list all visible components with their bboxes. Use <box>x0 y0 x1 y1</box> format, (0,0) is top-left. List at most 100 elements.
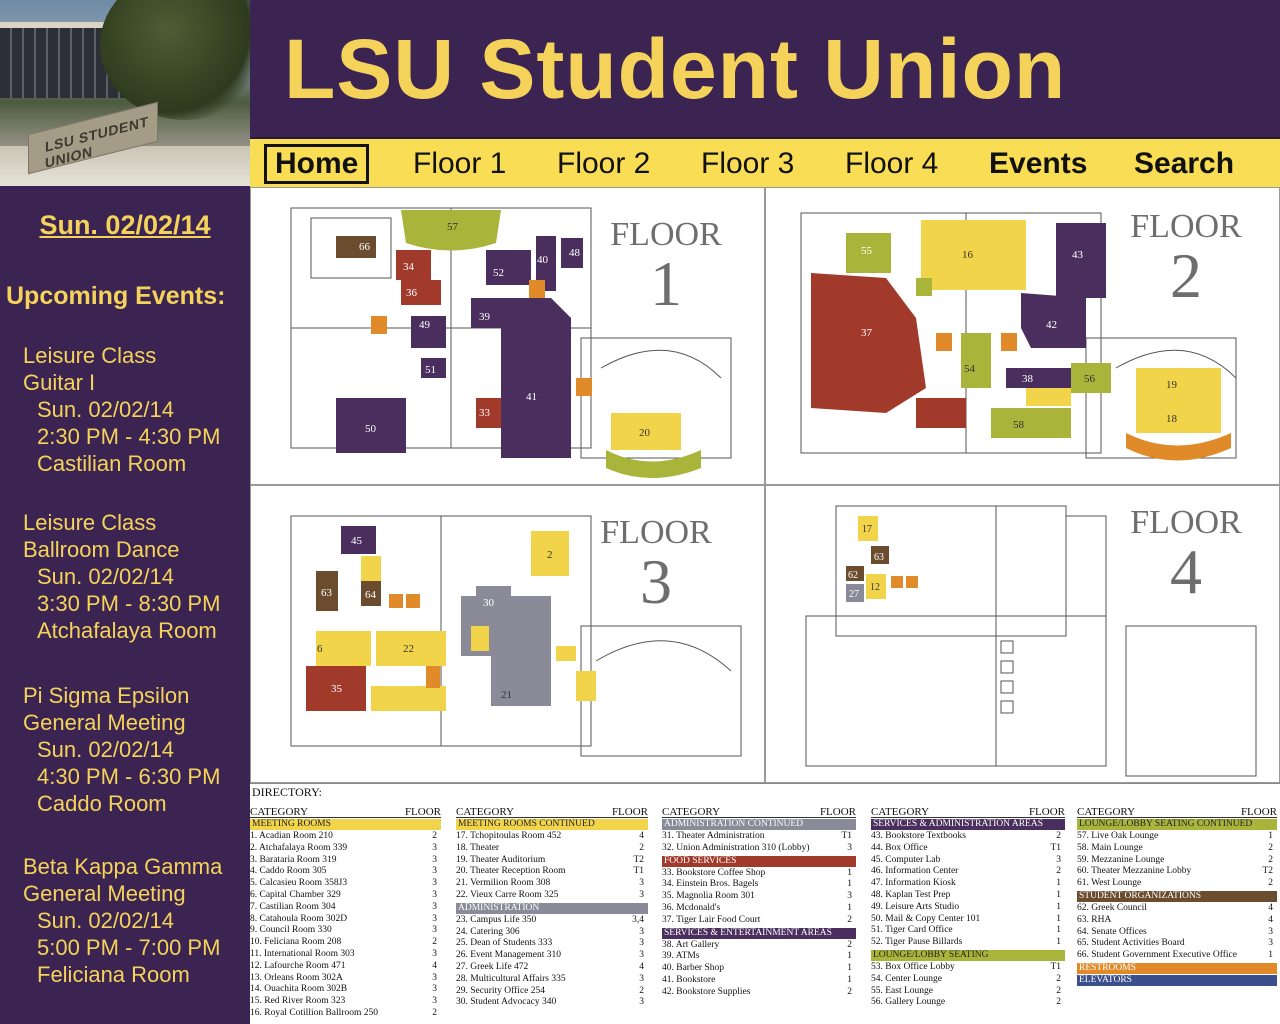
header-floor: FLOOR <box>1240 806 1277 818</box>
nav-floor-4[interactable]: Floor 4 <box>845 147 939 180</box>
event-item[interactable]: Leisure Class Ballroom Dance Sun. 02/02/… <box>0 509 250 644</box>
nav-floor-2[interactable]: Floor 2 <box>557 147 651 180</box>
nav-home[interactable]: Home <box>264 144 370 184</box>
directory-room-floor: T2 <box>633 854 644 865</box>
directory-row[interactable]: 1. Acadian Room 210 2 <box>250 831 441 843</box>
floor-4-number: 4 <box>1170 536 1202 607</box>
directory-room-name: 1. Acadian Room 210 <box>250 831 333 841</box>
directory-room-name: 29. Security Office 254 <box>456 985 545 996</box>
directory-room-floor: 3 <box>432 854 437 865</box>
directory-room-name: 37. Tiger Lair Food Court <box>662 914 761 925</box>
directory-room-name: 41. Bookstore <box>662 974 716 985</box>
nav-floor-3[interactable]: Floor 3 <box>701 147 795 180</box>
event-item[interactable]: Leisure Class Guitar I Sun. 02/02/14 2:3… <box>0 342 250 477</box>
header-category: CATEGORY <box>250 806 309 818</box>
directory-room-name: 47. Information Kiosk <box>871 878 956 889</box>
nav-events[interactable]: Events <box>989 147 1088 180</box>
directory-row[interactable]: 32. Union Administration 310 (Lobby)3 <box>662 843 856 855</box>
nav-floor-1[interactable]: Floor 1 <box>413 147 507 180</box>
directory-room-floor: 2 <box>432 831 437 841</box>
event-item[interactable]: Beta Kappa Gamma General Meeting Sun. 02… <box>0 853 250 988</box>
directory-room-floor: 1 <box>1268 950 1273 961</box>
directory-room-name: 30. Student Advocacy 340 <box>456 997 557 1008</box>
floor-1-label: FLOOR <box>610 216 722 253</box>
event-title: Leisure Class <box>23 343 157 368</box>
directory-room-floor: 3 <box>639 878 644 889</box>
nav-search[interactable]: Search <box>1134 147 1235 180</box>
header-floor: FLOOR <box>404 806 441 818</box>
union-photo: LSU STUDENT UNION <box>0 0 250 186</box>
event-item[interactable]: Pi Sigma Epsilon General Meeting Sun. 02… <box>0 682 250 817</box>
